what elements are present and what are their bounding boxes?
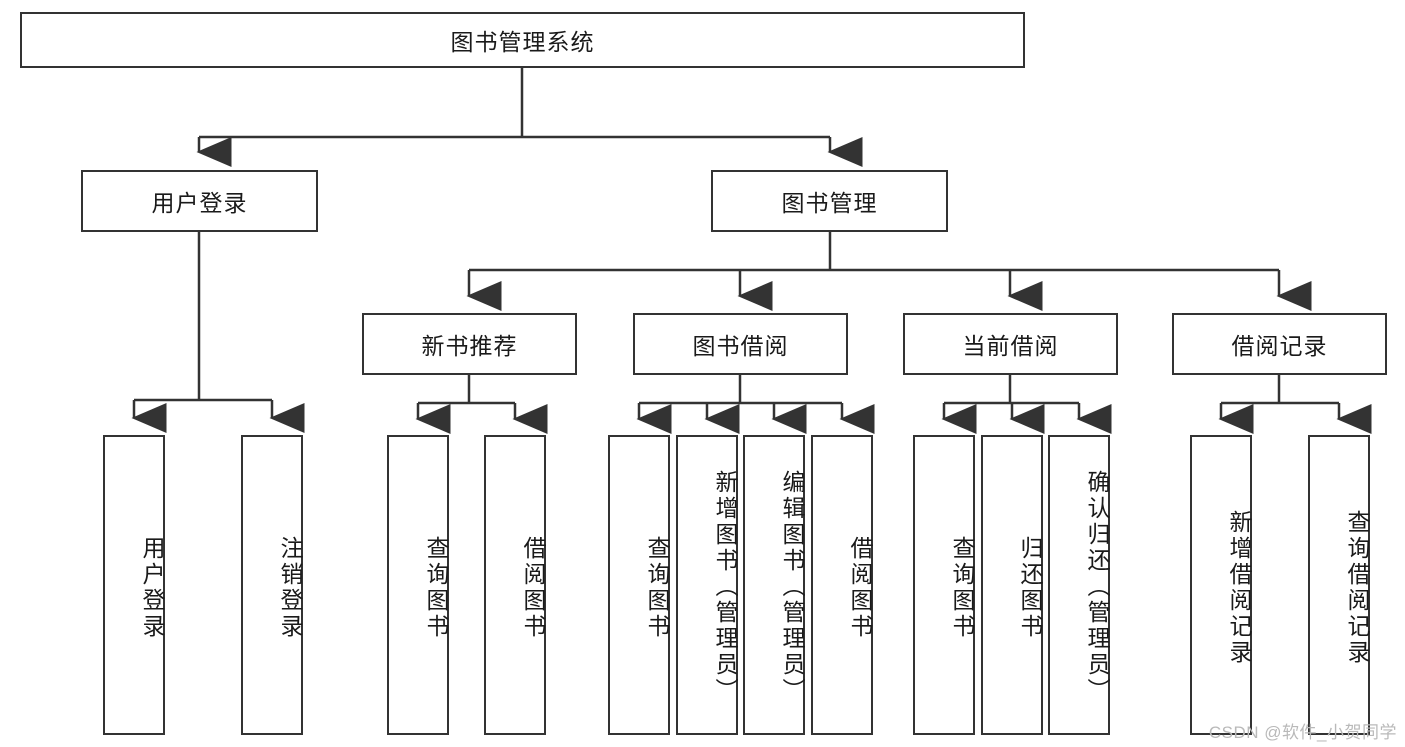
node-user-logout-label: 注销登录 [277, 536, 303, 640]
node-edit-book[interactable]: 编辑图书（管理员） [743, 435, 805, 735]
node-query-book-2[interactable]: 查询图书 [608, 435, 670, 735]
node-borrow-record[interactable]: 借阅记录 [1172, 313, 1387, 375]
node-user-logout[interactable]: 注销登录 [241, 435, 303, 735]
node-borrow-book-1[interactable]: 借阅图书 [484, 435, 546, 735]
watermark-text: CSDN @软件_小贺同学 [1208, 723, 1397, 742]
node-add-book-label: 新增图书（管理员） [712, 470, 738, 704]
node-user-login-do[interactable]: 用户登录 [103, 435, 165, 735]
node-current-borrow[interactable]: 当前借阅 [903, 313, 1118, 375]
node-borrow-record-label: 借阅记录 [1231, 333, 1328, 359]
node-root-label: 图书管理系统 [450, 29, 595, 55]
node-query-book-2-label: 查询图书 [644, 536, 670, 640]
node-new-book-recommend[interactable]: 新书推荐 [362, 313, 577, 375]
node-borrow-book-2-label: 借阅图书 [847, 536, 873, 640]
node-query-borrow-record[interactable]: 查询借阅记录 [1308, 435, 1370, 735]
node-user-login[interactable]: 用户登录 [81, 170, 318, 232]
node-borrow-book-2[interactable]: 借阅图书 [811, 435, 873, 735]
node-query-book-3[interactable]: 查询图书 [913, 435, 975, 735]
node-borrow-book-1-label: 借阅图书 [520, 536, 546, 640]
node-query-book-3-label: 查询图书 [949, 536, 975, 640]
node-new-book-recommend-label: 新书推荐 [421, 333, 518, 359]
node-query-borrow-record-label: 查询借阅记录 [1344, 510, 1370, 666]
node-book-manage-label: 图书管理 [781, 190, 878, 216]
node-confirm-return-label: 确认归还（管理员） [1084, 470, 1110, 704]
edge-record-bus [1221, 375, 1339, 405]
node-confirm-return[interactable]: 确认归还（管理员） [1048, 435, 1110, 735]
edge-user-login-bus [134, 232, 272, 402]
node-add-book[interactable]: 新增图书（管理员） [676, 435, 738, 735]
node-book-borrow-label: 图书借阅 [692, 333, 789, 359]
node-return-book-label: 归还图书 [1017, 536, 1043, 640]
node-add-borrow-record-label: 新增借阅记录 [1226, 510, 1252, 666]
node-current-borrow-label: 当前借阅 [962, 333, 1059, 359]
node-edit-book-label: 编辑图书（管理员） [779, 470, 805, 704]
node-query-book-1[interactable]: 查询图书 [387, 435, 449, 735]
edge-current-bus [944, 375, 1079, 405]
node-return-book[interactable]: 归还图书 [981, 435, 1043, 735]
node-book-manage[interactable]: 图书管理 [711, 170, 948, 232]
node-query-book-1-label: 查询图书 [423, 536, 449, 640]
node-user-login-do-label: 用户登录 [139, 536, 165, 640]
edge-borrow-bus [639, 375, 842, 405]
edge-root-bus [199, 68, 830, 139]
edge-book-manage-bus [469, 232, 1279, 272]
node-root[interactable]: 图书管理系统 [20, 12, 1025, 68]
node-book-borrow[interactable]: 图书借阅 [633, 313, 848, 375]
node-add-borrow-record[interactable]: 新增借阅记录 [1190, 435, 1252, 735]
edge-recommend-bus [418, 375, 515, 405]
node-user-login-label: 用户登录 [151, 190, 248, 216]
